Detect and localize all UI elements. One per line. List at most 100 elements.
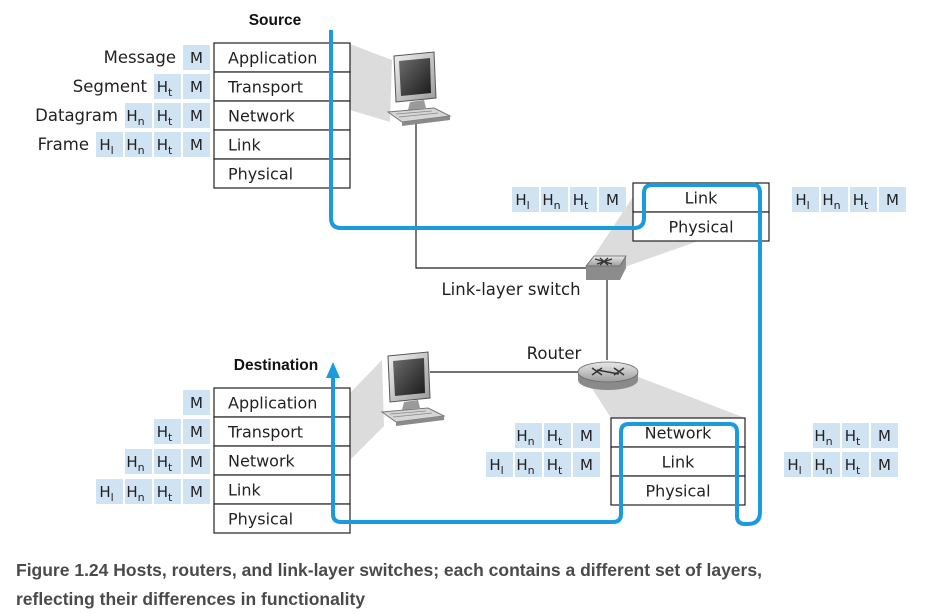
header-cell [183, 103, 210, 128]
header-cell [821, 187, 848, 212]
source-layer-label: Physical [228, 165, 293, 184]
header-cell-label: Ht [845, 456, 861, 477]
header-cell-label: M [606, 191, 619, 209]
source-layer-link [213, 129, 351, 160]
header-cell [871, 452, 898, 477]
destination-row-0-headers: M [183, 390, 210, 415]
header-cell [544, 452, 571, 477]
source-row-0-headers: M [183, 45, 210, 70]
devices [381, 51, 639, 427]
source-computer-icon [387, 51, 451, 127]
header-cell-label: Ht [157, 107, 173, 128]
figure-caption: Figure 1.24 Hosts, routers, and link-lay… [16, 556, 926, 614]
physical-links [415, 120, 608, 373]
header-cell [154, 449, 181, 474]
pdu-label: Frame [38, 135, 89, 154]
header-cell [842, 452, 869, 477]
router-icon [577, 361, 639, 390]
header-cell [125, 479, 152, 504]
header-cell-label: Hn [814, 427, 832, 448]
header-cell-label: M [190, 423, 203, 441]
source-layer-physical [213, 158, 351, 189]
header-cell-label: M [886, 191, 899, 209]
header-cell [183, 479, 210, 504]
router-layer-label: Network [645, 424, 713, 443]
destination-layer-link [213, 474, 351, 505]
header-cell-label: Hn [542, 191, 560, 212]
destination-layer-transport [213, 416, 351, 447]
header-cell-label: M [190, 136, 203, 154]
pdu-label: Datagram [35, 106, 118, 125]
header-cell-label: Ht [853, 191, 869, 212]
header-cell [573, 452, 600, 477]
router-label: Router [527, 344, 582, 363]
destination-projection [350, 360, 384, 460]
source-layer-label: Link [228, 136, 262, 155]
packet-flow-line [329, 30, 762, 526]
source-title: Source [249, 12, 302, 29]
destination-layer-label: Application [228, 394, 317, 413]
header-cell-label: Ht [547, 456, 563, 477]
header-cell-label: Hl [515, 191, 529, 212]
destination-layer-application [213, 387, 351, 418]
header-cell [599, 187, 626, 212]
header-cell [125, 103, 152, 128]
switch-layer-label: Physical [668, 218, 733, 237]
header-cell [125, 449, 152, 474]
header-cell [570, 187, 597, 212]
header-cell [183, 45, 210, 70]
pdu-label: Segment [73, 77, 148, 96]
source-projection [350, 44, 392, 122]
switch-layer-physical [632, 211, 770, 242]
data-flow-path [326, 30, 762, 526]
header-cell-label: Ht [547, 427, 563, 448]
header-cell [96, 479, 123, 504]
header-cell-label: Hn [516, 427, 534, 448]
header-cell [784, 452, 811, 477]
header-cell-label: M [878, 456, 891, 474]
destination-layer-label: Physical [228, 510, 293, 529]
header-cell [154, 419, 181, 444]
header-cell [879, 187, 906, 212]
router-layer-physical [610, 475, 746, 506]
source-layer-label: Network [228, 107, 296, 126]
header-cell [871, 423, 898, 448]
pdu-label: Message [104, 48, 176, 67]
header-cell-label: Ht [157, 78, 173, 99]
header-cell [183, 390, 210, 415]
header-cell-label: M [190, 453, 203, 471]
header-cell [792, 187, 819, 212]
source-layer-application [213, 42, 351, 73]
header-cell-label: Hn [126, 453, 144, 474]
header-cell [183, 419, 210, 444]
router-layer-label: Physical [645, 482, 710, 501]
header-cell [183, 74, 210, 99]
source-to-switch-link [415, 120, 586, 269]
header-cell-label: M [190, 49, 203, 67]
header-cell-label: M [190, 78, 203, 96]
header-cell-label: M [190, 394, 203, 412]
header-cell-label: M [190, 107, 203, 125]
header-cell [125, 132, 152, 157]
header-cell-label: Hl [99, 136, 113, 157]
flow-arrowhead [326, 362, 340, 378]
destination-computer-icon [381, 351, 445, 427]
router-layer-label: Link [662, 453, 696, 472]
source-layer-network [213, 100, 351, 131]
header-cell [842, 423, 869, 448]
header-cell-label: M [580, 456, 593, 474]
source-row-1-headers: Ht M [154, 74, 210, 99]
header-cell [183, 449, 210, 474]
